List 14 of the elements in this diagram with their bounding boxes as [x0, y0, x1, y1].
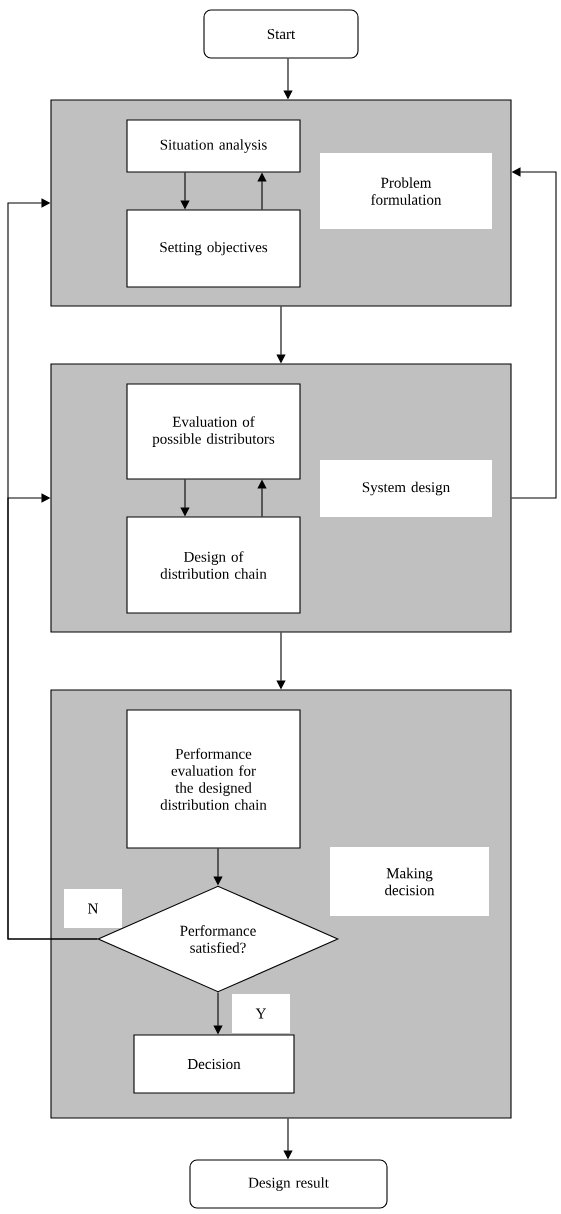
- edge-label: Y: [232, 994, 290, 1033]
- panel-heading: Problem formulation: [320, 153, 492, 229]
- process-box: Evaluation of possible distributors: [126, 383, 301, 480]
- process-box: Performance evaluation for the designed distribution chain: [126, 709, 301, 849]
- panel-heading: Making decision: [330, 847, 489, 916]
- process-box: Setting objectives: [126, 209, 301, 288]
- process-box: Design of distribution chain: [126, 516, 301, 614]
- edge-label: N: [64, 889, 122, 928]
- process-box: Situation analysis: [126, 119, 301, 173]
- panel-heading: System design: [320, 460, 492, 517]
- terminal-box: Start: [203, 9, 359, 59]
- arrow: [7, 493, 98, 940]
- terminal-box: Design result: [189, 1159, 388, 1209]
- arrow: [511, 167, 557, 499]
